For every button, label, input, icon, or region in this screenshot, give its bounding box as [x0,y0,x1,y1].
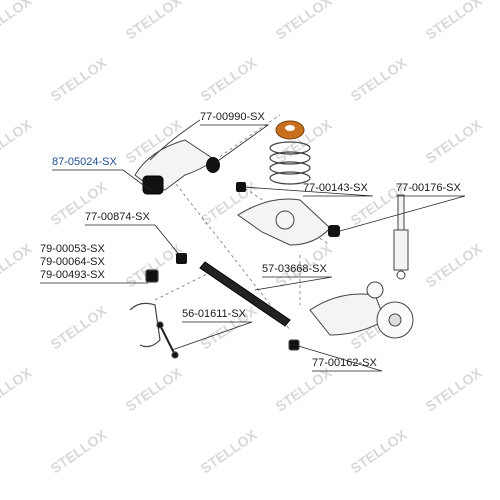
callout-79-00064-SX[interactable]: 79-00064-SX [40,256,105,268]
ball-joint-77-00990 [206,157,220,173]
watermark-logo: STELLOX [123,364,186,415]
hub-carrier [288,281,414,351]
watermark-logo: STELLOX [348,426,411,477]
callout-57-03668-SX[interactable]: 57-03668-SX [262,263,327,275]
watermark-logo: STELLOX [48,54,111,105]
watermark-logo: STELLOX [423,0,486,42]
bushing-77-00874 [176,253,187,264]
bushing-77-00176 [328,225,340,237]
watermark-logo: STELLOX [0,240,35,291]
stabilizer-link-56-01611 [159,324,176,356]
lower-spring-arm [236,182,340,246]
callout-77-00176-SX[interactable]: 77-00176-SX [396,182,461,194]
callout-77-00162-SX[interactable]: 77-00162-SX [312,357,377,369]
watermark-logo: STELLOX [0,364,35,415]
watermark-logo: STELLOX [0,0,35,42]
watermark-logo: STELLOX [48,426,111,477]
bushing-79-00053 [145,269,159,283]
coil-spring [269,120,311,185]
watermark-logo: STELLOX [423,240,486,291]
callout-79-00493-SX[interactable]: 79-00493-SX [40,269,105,281]
watermark-logo: STELLOX [0,116,35,167]
callout-77-00990-SX[interactable]: 77-00990-SX [200,111,265,123]
long-link [176,253,291,327]
watermark-logo: STELLOX [273,364,336,415]
callout-87-05024-SX[interactable]: 87-05024-SX [52,156,117,168]
shock-absorber [393,194,409,280]
watermark-logo: STELLOX [423,364,486,415]
bushing-77-00162 [288,339,300,351]
watermark-logo: STELLOX [273,0,336,42]
watermark-logo: STELLOX [123,0,186,42]
bushing-77-00143 [236,182,246,192]
watermark-logo: STELLOX [198,54,261,105]
watermark-logo: STELLOX [198,426,261,477]
watermark-logo: STELLOX [48,302,111,353]
callout-77-00143-SX[interactable]: 77-00143-SX [303,182,368,194]
watermark-logo: STELLOX [423,116,486,167]
bushing-87-05024 [142,175,164,195]
callout-77-00874-SX[interactable]: 77-00874-SX [85,211,150,223]
callout-79-00053-SX[interactable]: 79-00053-SX [40,243,105,255]
leader-lines [40,124,466,372]
upper-control-arm [134,119,220,195]
watermark-logo: STELLOX [348,54,411,105]
callout-56-01611-SX[interactable]: 56-01611-SX [182,308,247,320]
